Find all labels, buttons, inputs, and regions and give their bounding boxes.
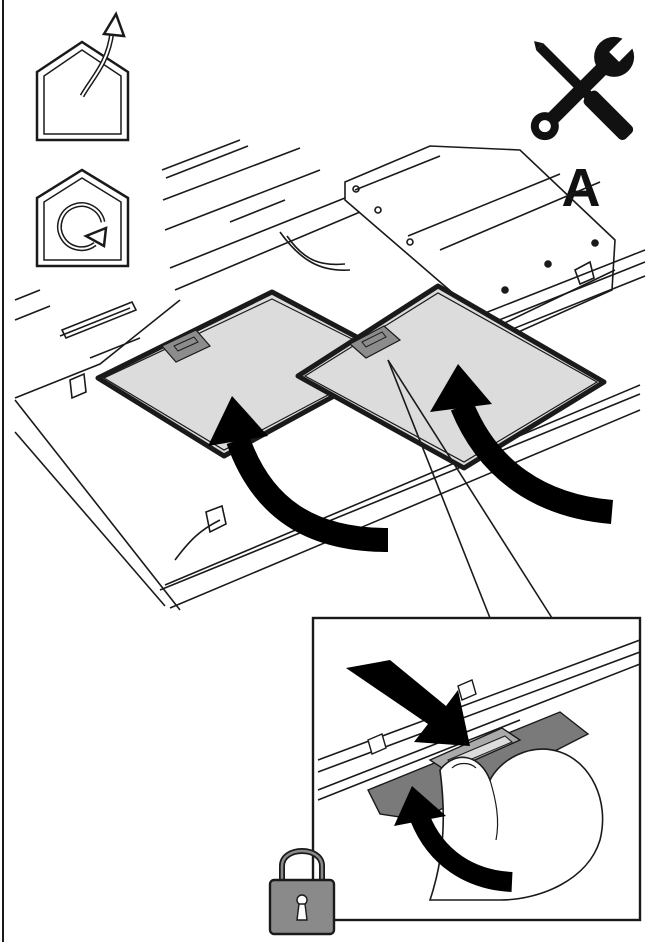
tools-icon bbox=[521, 26, 645, 150]
detail-inset bbox=[313, 618, 640, 920]
padlock-icon bbox=[270, 851, 334, 934]
house-recirculation-icon bbox=[37, 170, 128, 266]
house-ventilation-outlet-icon bbox=[37, 14, 128, 140]
tool-label-a: A bbox=[562, 158, 601, 218]
